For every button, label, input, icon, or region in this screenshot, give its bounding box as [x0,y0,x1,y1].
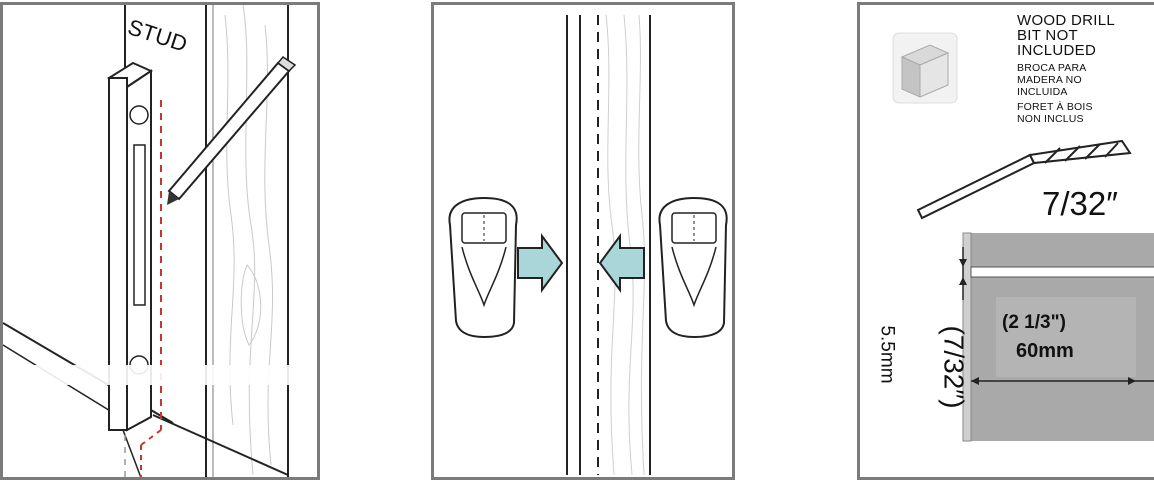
hole-diameter-metric: 5.5mm [876,325,898,384]
wood-block-icon [892,32,958,104]
depth-arrow-right [1128,377,1136,385]
baseboard-line [152,414,289,476]
wood-grain [224,5,274,476]
notice-en-line-1: WOOD DRILL [1017,12,1116,29]
floor-edge [122,429,142,477]
hole-diameter-fraction: (7/32″) [938,325,970,409]
drilled-hole [970,266,1154,278]
arrow-left-icon [598,232,645,294]
notice-fr-line-1: FORET À BOIS [1017,101,1093,113]
depth-arrow-left [971,377,979,385]
stud-finder-left [448,196,518,339]
bit-size-label: 7/32″ [1042,185,1118,222]
stud-mark-dashed-floor [140,429,162,446]
drill-bit-panel: WOOD DRILL BIT NOT INCLUDED BROCA PARA M… [857,2,1154,480]
stud-finder-right [658,196,728,339]
stud-marking-panel: STUD [0,2,320,480]
depth-metric: 60mm [1016,340,1074,362]
dim-arrow-bottom [959,277,967,285]
wall-surface [962,232,972,442]
stud-finder-panel [431,2,735,480]
notice-es-line-1: BROCA PARA [1017,62,1087,74]
notice-es-line-3: INCLUIDA [1017,86,1068,98]
notice-en-line-3: INCLUDED [1017,42,1097,59]
notice-es-line-2: MADERA NO [1017,74,1082,86]
drill-bit-icon [916,139,1132,220]
spirit-level [106,61,154,432]
dim-arrow-top [959,259,967,267]
stud-marking-illustration [3,5,317,477]
drill-bit-illustration [892,32,1154,442]
arrow-right-icon [517,232,564,294]
notice-en-line-2: BIT NOT [1017,27,1078,44]
overlay-stripe [3,365,317,385]
depth-imperial: (2 1/3") [1002,312,1066,333]
depth-label-bg [996,297,1136,377]
notice-fr-line-2: NON INCLUS [1017,113,1084,125]
stud-finder-illustration [448,14,728,476]
pencil-icon [167,56,297,205]
wood-grain [605,14,646,476]
